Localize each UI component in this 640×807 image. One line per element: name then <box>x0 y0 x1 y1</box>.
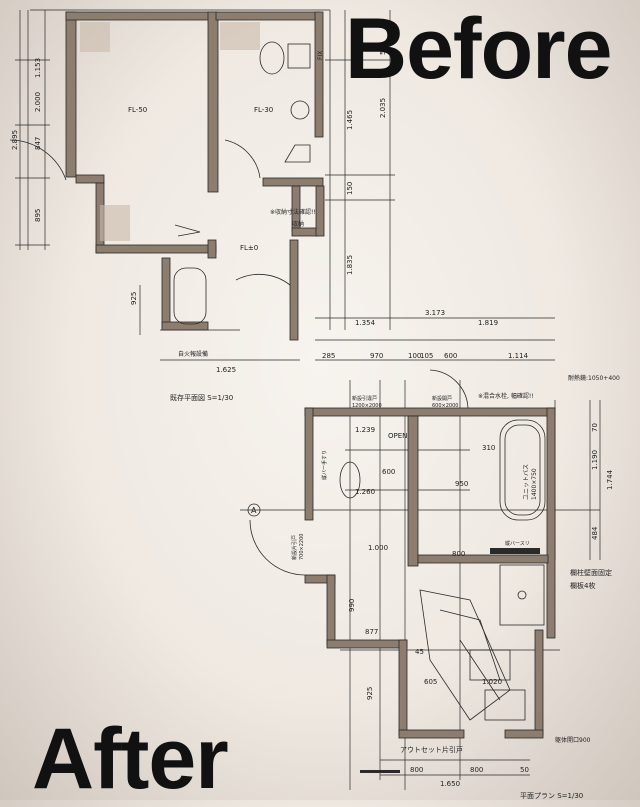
dim-right-500: 500 <box>379 42 387 55</box>
dim-inner-1260: 1.260 <box>355 488 375 496</box>
dim-top-285: 285 <box>322 352 335 360</box>
label-floor-fixed2: 欄板4枚 <box>570 581 595 590</box>
dim-right-1465: 1.465 <box>346 110 354 130</box>
label-door-top2-size: 600×2000 <box>432 403 458 409</box>
dim-top-970: 970 <box>370 352 383 360</box>
room-label-fl30: FL-30 <box>254 106 273 114</box>
dim-925-before: 925 <box>130 292 138 305</box>
heading-after: After <box>32 711 229 807</box>
dim-inner-925: 925 <box>366 687 374 700</box>
label-outset: アウトセット片引戸 <box>400 745 463 754</box>
room-label-fl50: FL-50 <box>128 106 147 114</box>
dim-top-1819: 1.819 <box>478 319 498 327</box>
label-floor-fixed: 欄柱壁面固定 <box>570 568 612 577</box>
dim-top-1114: 1.114 <box>508 352 529 360</box>
dim-right-70: 70 <box>591 423 599 432</box>
note-faucet: ※混合水栓, 幅確認!! <box>478 392 534 400</box>
dim-inner-310: 310 <box>482 444 495 452</box>
label-door-top2: 新設開戸 <box>432 395 452 402</box>
dim-inner-45: 45 <box>415 648 424 656</box>
label-bath: ユニットバス <box>523 464 530 500</box>
label-open: OPEN <box>388 432 407 440</box>
label-bath-size: 1400×750 <box>531 468 538 500</box>
dim-right-484: 484 <box>591 526 599 540</box>
note-wall: 耐熱鏡:1050+400 <box>568 374 620 382</box>
dim-inner-1020: 1.020 <box>482 678 502 686</box>
dim-top-105: 105 <box>420 352 433 360</box>
label-grab: 縦バースリ <box>505 540 530 547</box>
dim-top-100: 100 <box>408 352 421 360</box>
heading-before: Before <box>345 1 612 97</box>
dim-top-1354: 1.354 <box>355 319 376 327</box>
dim-top-600: 600 <box>444 352 457 360</box>
dim-left-1153: 1.153 <box>34 58 42 78</box>
label-door-left-size: 700×2200 <box>299 534 305 560</box>
dim-inner-1239: 1.239 <box>355 426 375 434</box>
room-label-fl0: FL±0 <box>240 244 258 252</box>
dim-inner-950: 950 <box>455 480 468 488</box>
label-door-left: 新設片引戸 <box>291 535 298 560</box>
note-storage: ※収納寸法確認!! <box>270 208 316 216</box>
dim-top-3173: 3.173 <box>425 309 445 317</box>
caption-before: 既存平面図 S=1/30 <box>170 393 233 402</box>
dim-right-2035: 2.035 <box>379 98 387 118</box>
dim-bottom-50: 50 <box>520 766 529 774</box>
dim-right-1190: 1.190 <box>591 450 599 470</box>
caption-after: 平面プラン S=1/30 <box>520 792 583 800</box>
label-fix: FIX <box>317 51 324 60</box>
label-storage: 収納 <box>292 220 304 228</box>
dim-bottom-1625: 1.625 <box>216 366 236 374</box>
dim-inner-600: 600 <box>382 468 395 476</box>
label-equipment: 自火報設備 <box>178 350 208 358</box>
dim-left-2000: 2.000 <box>34 92 42 112</box>
label-door-top1-size: 1200×2000 <box>352 403 382 409</box>
dim-right-1835: 1.835 <box>346 255 354 275</box>
dim-inner-877: 877 <box>365 628 378 636</box>
label-door-top1: 新設引違戸 <box>352 395 377 402</box>
dim-right-1744: 1.744 <box>606 469 614 490</box>
dim-bottom-800b: 800 <box>470 766 483 774</box>
label-handrail: 縦バー手すり <box>321 450 328 480</box>
dim-left-847: 847 <box>34 137 42 150</box>
dim-inner-800: 800 <box>452 550 465 558</box>
label-opening: 躯体開口900 <box>555 736 591 744</box>
label-axis-a: A <box>251 506 257 515</box>
dim-left-2895: 2.895 <box>11 130 19 150</box>
dim-inner-990: 990 <box>348 599 356 612</box>
dim-right-150: 150 <box>346 182 354 195</box>
dim-inner-1000: 1.000 <box>368 544 388 552</box>
dim-bottom-1650: 1.650 <box>440 780 460 788</box>
dim-left-895: 895 <box>34 209 42 222</box>
dim-bottom-800a: 800 <box>410 766 423 774</box>
dim-inner-605: 605 <box>424 678 437 686</box>
